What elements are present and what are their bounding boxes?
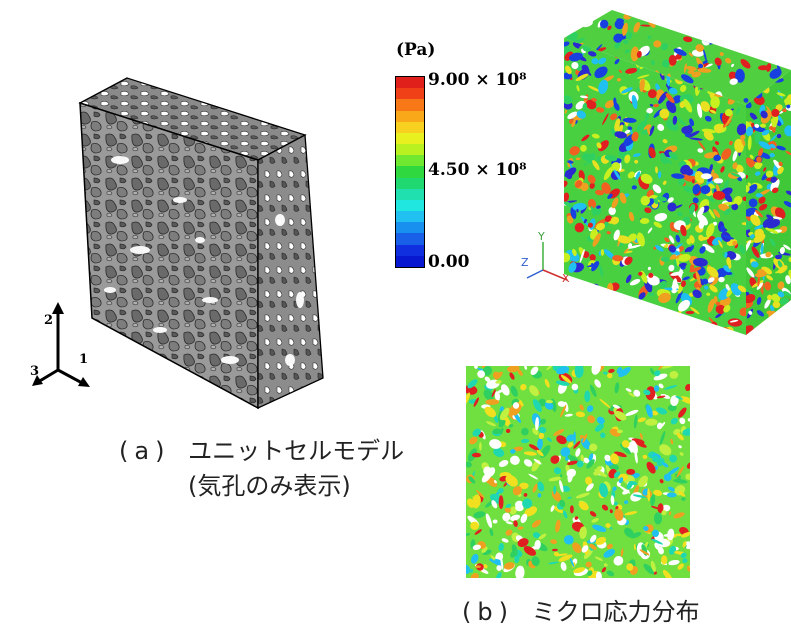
stress-slice-map	[461, 359, 695, 583]
caption-a-label: (a)	[119, 437, 171, 465]
colorbar-band	[396, 222, 424, 234]
colorbar-band	[396, 255, 424, 267]
legend-unit: (Pa)	[396, 40, 436, 60]
colorbar-band	[396, 155, 424, 167]
triad-z-label: Z	[521, 256, 529, 269]
legend-mid-label: 4.50 × 10⁸	[428, 160, 527, 180]
legend-min-label: 0.00	[428, 252, 470, 272]
colorbar-band	[396, 199, 424, 212]
colorbar-band	[396, 211, 424, 223]
caption-b-label: (b)	[462, 598, 514, 626]
colorbar-band	[396, 121, 424, 133]
colorbar-band	[396, 188, 424, 200]
triad-x-label: X	[562, 272, 570, 285]
triad-y-label: Y	[538, 230, 545, 243]
colorbar-band	[396, 77, 424, 89]
caption-a-line1: ユニットセルモデル	[188, 437, 405, 465]
colorbar-band	[396, 233, 424, 245]
colorbar-band	[396, 110, 424, 122]
colorbar-band	[396, 99, 424, 111]
legend-max-label: 9.00 × 10⁸	[428, 70, 527, 90]
axis-label-1: 1	[79, 352, 89, 367]
axis-label-2: 2	[44, 313, 54, 328]
stress-3d-block	[548, 0, 791, 335]
colorbar-band	[396, 88, 424, 100]
unit-cell-model-figure	[0, 0, 380, 420]
caption-b-text: ミクロ応力分布	[531, 598, 700, 626]
axis-label-3: 3	[30, 364, 40, 379]
caption-a: (a) ユニットセルモデル	[119, 434, 404, 468]
colorbar-band	[396, 132, 424, 145]
axis-triad-a	[28, 298, 98, 388]
caption-b: (b) ミクロ応力分布	[462, 595, 700, 629]
colorbar-band	[396, 166, 424, 178]
colorbar-band	[396, 177, 424, 189]
caption-a-line2: (気孔のみ表示)	[188, 472, 351, 500]
xyz-triad	[515, 228, 575, 288]
stress-colorbar	[395, 76, 425, 268]
colorbar-band	[396, 244, 424, 256]
colorbar-band	[396, 144, 424, 156]
